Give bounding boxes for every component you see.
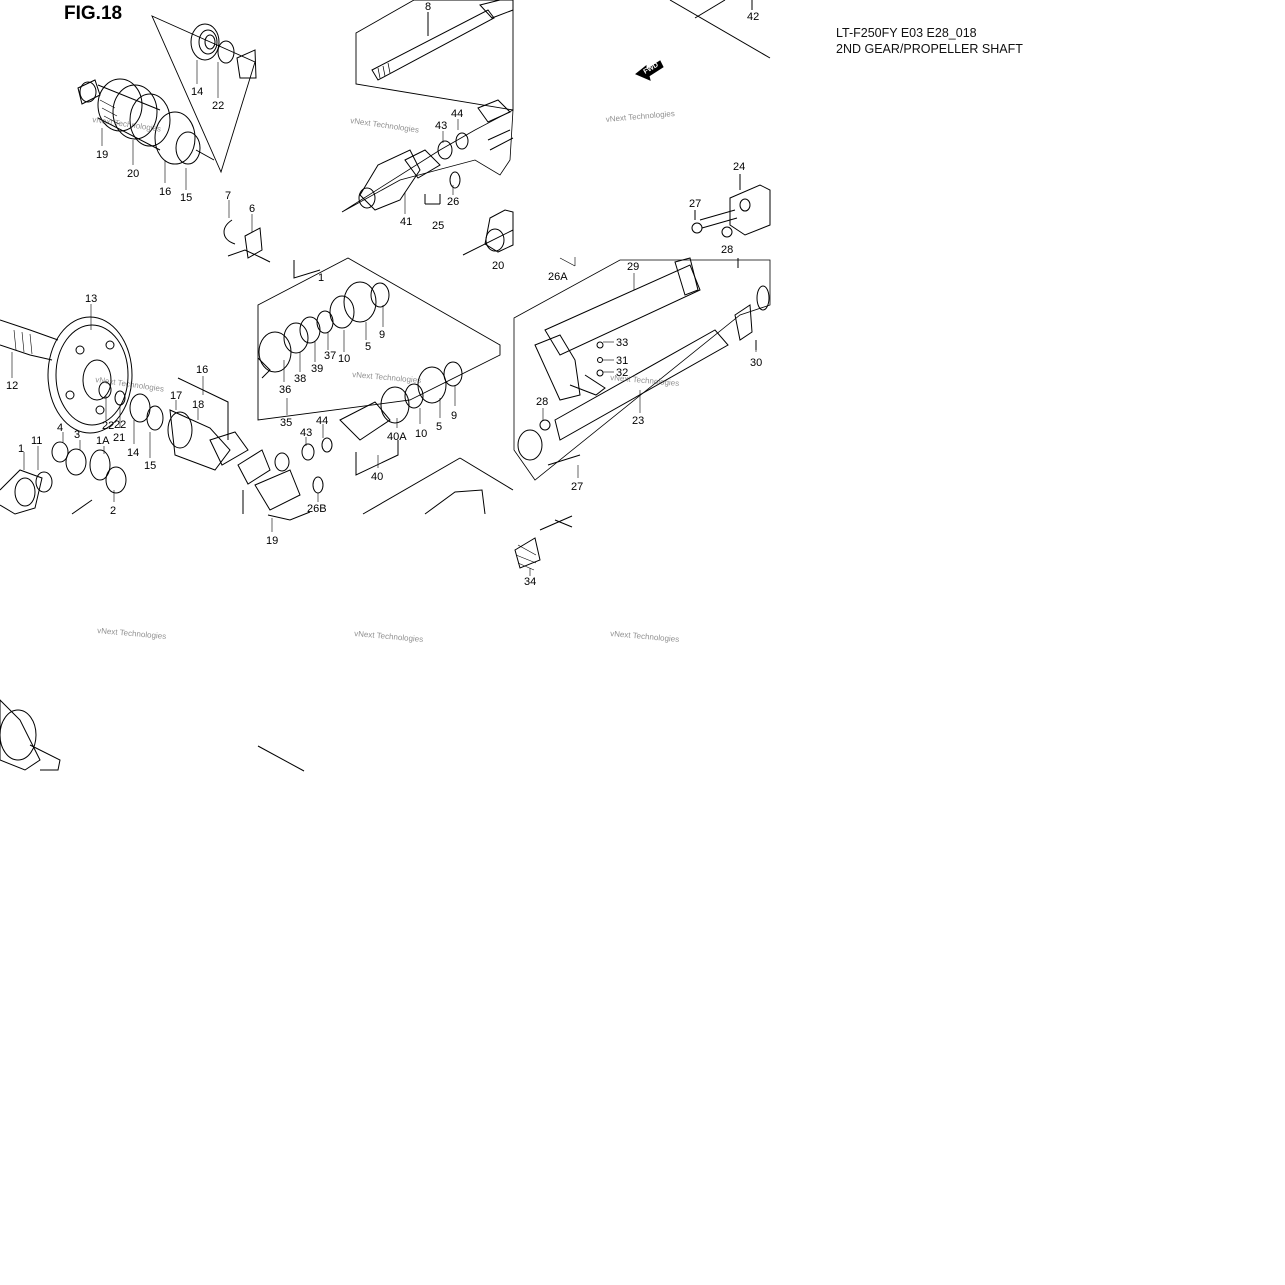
callout-6: 6 bbox=[249, 203, 255, 215]
callout-3: 3 bbox=[74, 429, 80, 441]
callout-9: 9 bbox=[451, 410, 457, 422]
callout-37: 37 bbox=[324, 350, 336, 362]
callout-26a: 26A bbox=[548, 271, 568, 283]
svg-text:vNext Technologies: vNext Technologies bbox=[352, 370, 422, 385]
callout-5: 5 bbox=[365, 341, 371, 353]
callout-10: 10 bbox=[338, 353, 350, 365]
model-code: LT-F250FY E03 E28_018 bbox=[836, 26, 977, 40]
callout-27: 27 bbox=[689, 198, 701, 210]
callout-35: 35 bbox=[280, 417, 292, 429]
callout-14: 14 bbox=[191, 86, 203, 98]
callout-17: 17 bbox=[170, 390, 182, 402]
callout-29: 29 bbox=[627, 261, 639, 273]
callout-13: 13 bbox=[85, 293, 97, 305]
callout-43: 43 bbox=[435, 120, 447, 132]
svg-text:vNext Technologies: vNext Technologies bbox=[95, 375, 165, 394]
callout-40a: 40A bbox=[387, 431, 407, 443]
callout-27: 27 bbox=[571, 481, 583, 493]
needle-bearing-20 bbox=[462, 209, 514, 256]
callout-labels: 8 42 14 22 19 20 16 15 7 6 44 43 41 25 2… bbox=[6, 1, 762, 588]
callout-2: 2 bbox=[110, 505, 116, 517]
svg-text:vNext Technologies: vNext Technologies bbox=[605, 109, 675, 124]
callout-24: 24 bbox=[733, 161, 745, 173]
callout-14: 14 bbox=[127, 447, 139, 459]
circlip-7-and-part-6 bbox=[223, 219, 271, 263]
callout-labels-repeat: 22 14 15 22 16 43 44 19 20 10 5 9 28 27 … bbox=[18, 260, 583, 547]
propeller-shaft-top bbox=[355, 0, 514, 111]
callout-42: 42 bbox=[747, 11, 759, 23]
callout-19: 19 bbox=[266, 535, 278, 547]
callout-7: 7 bbox=[225, 190, 231, 202]
callout-5: 5 bbox=[436, 421, 442, 433]
callout-23: 23 bbox=[632, 415, 644, 427]
svg-text:vNext Technologies: vNext Technologies bbox=[610, 629, 680, 644]
callout-25: 25 bbox=[432, 220, 444, 232]
callout-38: 38 bbox=[294, 373, 306, 385]
callout-9: 9 bbox=[379, 329, 385, 341]
callout-36: 36 bbox=[279, 384, 291, 396]
callout-21: 21 bbox=[113, 432, 125, 444]
callout-33: 33 bbox=[616, 337, 628, 349]
callout-11: 11 bbox=[31, 435, 42, 447]
callout-44: 44 bbox=[451, 108, 463, 120]
callout-20: 20 bbox=[127, 168, 139, 180]
callout-26: 26 bbox=[447, 196, 459, 208]
callout-34: 34 bbox=[524, 576, 536, 588]
callout-19: 19 bbox=[96, 149, 108, 161]
callout-16: 16 bbox=[159, 186, 171, 198]
bracket-24-assembly bbox=[691, 174, 771, 268]
callout-44: 44 bbox=[316, 415, 328, 427]
differential-group bbox=[0, 441, 127, 515]
spline-joint-40-group bbox=[339, 361, 514, 515]
shaft-assembly-top-left bbox=[77, 15, 257, 174]
lower-shaft-fragment bbox=[0, 699, 305, 772]
callout-15: 15 bbox=[144, 460, 156, 472]
callout-1: 1 bbox=[18, 443, 24, 455]
callout-12: 12 bbox=[6, 380, 18, 392]
boot-34 bbox=[514, 515, 573, 571]
callout-22: 22 bbox=[102, 420, 114, 432]
svg-text:vNext Technologies: vNext Technologies bbox=[610, 373, 680, 388]
callout-10: 10 bbox=[415, 428, 427, 440]
callout-30: 30 bbox=[750, 357, 762, 369]
callout-26b: 26B bbox=[307, 503, 327, 515]
figure-title: FIG.18 bbox=[64, 3, 123, 24]
callout-15: 15 bbox=[180, 192, 192, 204]
callout-20: 20 bbox=[492, 260, 504, 272]
propeller-tube-assembly bbox=[513, 257, 771, 481]
section-name: 2ND GEAR/PROPELLER SHAFT bbox=[836, 42, 1023, 56]
callout-18: 18 bbox=[192, 399, 204, 411]
forward-arrow bbox=[635, 60, 664, 81]
housing-outline-top-right bbox=[669, 0, 771, 59]
bevel-gear-box bbox=[257, 257, 501, 421]
callout-39: 39 bbox=[311, 363, 323, 375]
callout-41: 41 bbox=[400, 216, 412, 228]
callout-8: 8 bbox=[425, 1, 431, 13]
callout-32: 32 bbox=[616, 367, 628, 379]
leader-lines bbox=[11, 60, 757, 576]
callout-1: 1 bbox=[318, 272, 324, 284]
callout-43: 43 bbox=[300, 427, 312, 439]
ring-gear-13 bbox=[0, 316, 249, 471]
svg-text:vNext Technologies: vNext Technologies bbox=[97, 626, 167, 641]
callout-22: 22 bbox=[114, 419, 126, 431]
callout-31: 31 bbox=[616, 355, 628, 367]
watermarks: vNext Technologies vNext Technologies vN… bbox=[92, 109, 680, 644]
callout-28: 28 bbox=[721, 244, 733, 256]
svg-text:vNext Technologies: vNext Technologies bbox=[354, 629, 424, 644]
callout-16: 16 bbox=[196, 364, 208, 376]
callout-40: 40 bbox=[371, 471, 383, 483]
callout-28: 28 bbox=[536, 396, 548, 408]
callout-1a: 1A bbox=[96, 435, 110, 447]
callout-4: 4 bbox=[57, 422, 63, 434]
universal-joint-group bbox=[341, 99, 514, 213]
svg-text:vNext Technologies: vNext Technologies bbox=[350, 116, 420, 135]
callout-22: 22 bbox=[212, 100, 224, 112]
joint-19-group bbox=[237, 437, 333, 521]
